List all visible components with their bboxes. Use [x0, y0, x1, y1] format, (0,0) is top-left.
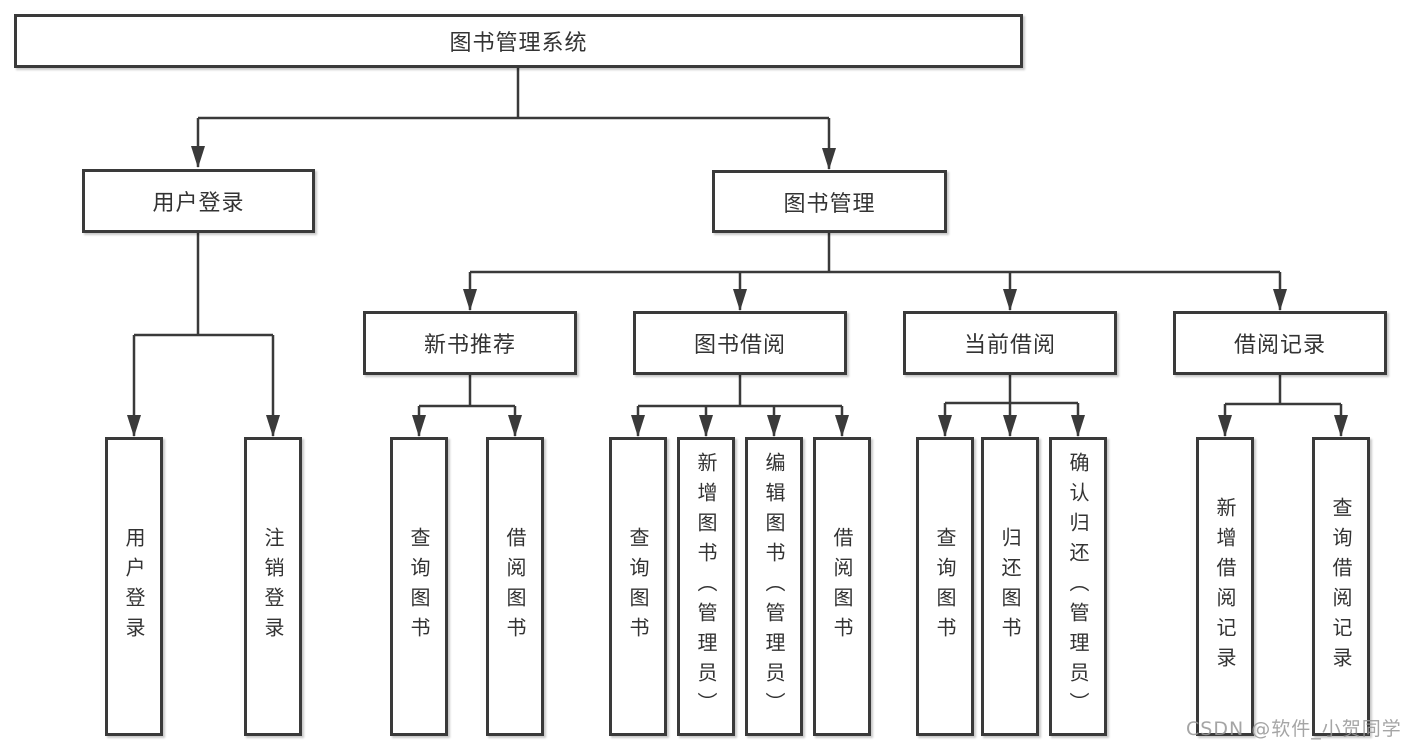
- node-label: 当前借阅: [963, 333, 1056, 358]
- leaf-label: 新增借阅记录: [1213, 496, 1237, 677]
- leaf-label: 用户登录: [122, 526, 146, 647]
- watermark-text: CSDN @软件_小贺同学: [1186, 718, 1402, 740]
- leaf-label: 归还图书: [998, 526, 1022, 647]
- node-label: 图书管理系统: [449, 31, 588, 56]
- leaf-edit-books-admin: 编辑图书（管理员）: [745, 437, 803, 736]
- node-borrowing-records: 借阅记录: [1173, 311, 1387, 375]
- leaf-return-books: 归还图书: [981, 437, 1039, 736]
- leaf-label: 查询借阅记录: [1329, 496, 1353, 677]
- node-book-borrowing: 图书借阅: [633, 311, 847, 375]
- node-book-management: 图书管理: [712, 170, 947, 233]
- leaf-label: 查询图书: [407, 526, 431, 647]
- node-label: 借阅记录: [1233, 333, 1326, 358]
- leaf-add-borrow-record: 新增借阅记录: [1196, 437, 1254, 736]
- node-library-management-system: 图书管理系统: [14, 14, 1023, 68]
- leaf-label: 查询图书: [626, 526, 650, 647]
- leaf-confirm-return-admin: 确认归还（管理员）: [1049, 437, 1107, 736]
- node-label: 图书借阅: [693, 333, 786, 358]
- leaf-logout: 注销登录: [244, 437, 302, 736]
- leaf-user-login: 用户登录: [105, 437, 163, 736]
- leaf-borrow-books-recommend: 借阅图书: [486, 437, 544, 736]
- leaf-label: 查询图书: [933, 526, 957, 647]
- node-user-login: 用户登录: [82, 169, 315, 233]
- leaf-query-books-recommend: 查询图书: [390, 437, 448, 736]
- leaf-query-books-borrow: 查询图书: [609, 437, 667, 736]
- leaf-query-borrow-record: 查询借阅记录: [1312, 437, 1370, 736]
- leaf-borrow-books: 借阅图书: [813, 437, 871, 736]
- leaf-query-books-current: 查询图书: [916, 437, 974, 736]
- leaf-add-books-admin: 新增图书（管理员）: [677, 437, 735, 736]
- leaf-label: 编辑图书（管理员）: [762, 451, 786, 722]
- leaf-label: 注销登录: [261, 526, 285, 647]
- leaf-label: 借阅图书: [503, 526, 527, 647]
- node-label: 用户登录: [152, 191, 245, 216]
- leaf-label: 新增图书（管理员）: [694, 451, 718, 722]
- node-new-book-recommendation: 新书推荐: [363, 311, 577, 375]
- node-label: 新书推荐: [423, 333, 516, 358]
- leaf-label: 借阅图书: [830, 526, 854, 647]
- leaf-label: 确认归还（管理员）: [1066, 451, 1090, 722]
- node-current-borrowing: 当前借阅: [903, 311, 1117, 375]
- node-label: 图书管理: [783, 191, 876, 217]
